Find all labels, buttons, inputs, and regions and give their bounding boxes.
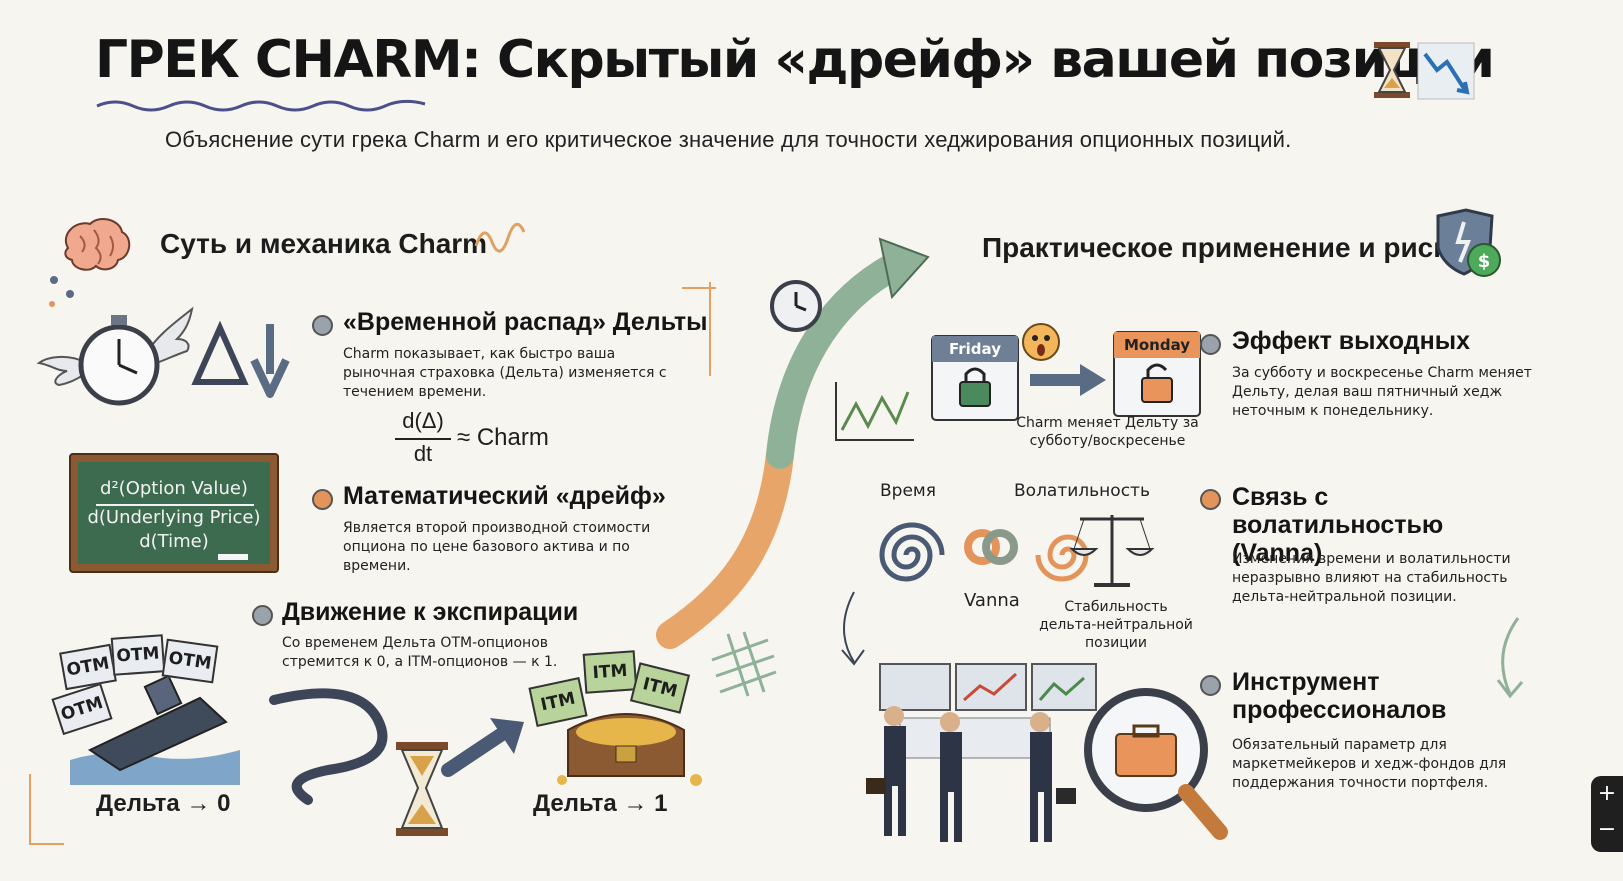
formula: d(Δ) dt ≈ Charm (395, 408, 595, 472)
monday-calendar-icon (1113, 331, 1201, 417)
sinking-ship-icon (70, 646, 240, 785)
hourglass-icon (1374, 42, 1410, 98)
chalkboard-line-3: d(Time) (139, 531, 209, 552)
chalkboard-line-1: d²(Option Value) (100, 478, 248, 499)
card-bullet (252, 605, 273, 626)
card-bullet (312, 315, 333, 336)
page-subtitle: Объяснение сути грека Charm и его критич… (165, 127, 1292, 152)
traders-monitors-scene (866, 663, 1228, 842)
treasure-chest-icon (557, 713, 702, 786)
zoom-in-button[interactable]: + (1597, 781, 1617, 806)
formula-fraction-line (395, 438, 451, 440)
right-section-title: Практическое применение и риски (982, 232, 1465, 263)
volatility-label: Волатильность (1014, 481, 1150, 501)
card-text-time-decay: Charm показывает, как быстро ваша рыночн… (343, 346, 667, 400)
friday-calendar-icon (931, 335, 1019, 421)
card-title-professionals: Инструмент профессионалов (1232, 668, 1447, 724)
card-title-time-decay: «Временной распад» Дельты (343, 308, 708, 336)
card-text-expiration: Со временем Дельта OTM-опционов стремитс… (282, 635, 558, 670)
otm-tag: OTM (110, 634, 166, 676)
card-text-vanna: Изменения времени и волатильности неразр… (1232, 551, 1511, 605)
card-text-professionals: Обязательный параметр для маркетмейкеров… (1232, 737, 1507, 791)
chalkboard-icon (69, 453, 279, 573)
chart-down-icon (1417, 42, 1475, 100)
line-chart-icon (835, 382, 914, 441)
zoom-controls: + − (1591, 776, 1623, 852)
flying-stopwatch-icon (36, 306, 194, 406)
brain-icon (64, 217, 131, 271)
card-title-weekend: Эффект выходных (1232, 327, 1470, 355)
svg-text:$: $ (1478, 251, 1491, 272)
orange-bracket-doodle (682, 282, 716, 376)
card-bullet (1200, 489, 1221, 510)
zoom-out-button[interactable]: − (1597, 817, 1617, 842)
card-title-vanna: Связь с волатильностью (Vanna) (1232, 483, 1444, 567)
card-title-expiration: Движение к экспирации (282, 598, 579, 626)
delta-down-arrow-icon (191, 320, 290, 398)
surprised-face-icon (1022, 323, 1060, 361)
card-bullet (1200, 334, 1221, 355)
corner-bracket-doodle (29, 774, 64, 845)
stability-label: Стабильность дельта-нейтральной позиции (1039, 599, 1193, 651)
formula-rhs: ≈ Charm (457, 424, 549, 451)
time-label: Время (880, 481, 936, 501)
chalkboard-fraction-line (96, 504, 254, 506)
chalkboard-line-2: d(Underlying Price) (87, 507, 261, 528)
card-title-math-drift: Математический «дрейф» (343, 482, 666, 510)
delta-one-label: Дельта → 1 (533, 790, 668, 817)
shield-dollar-icon: $ (1436, 208, 1501, 277)
title-underline (96, 99, 426, 112)
card-text-weekend: За субботу и воскресенье Charm меняет Де… (1232, 365, 1532, 419)
weekend-arrow (1030, 364, 1106, 396)
friday-label: Friday (948, 340, 1001, 358)
card-bullet (312, 489, 333, 510)
page-title: ГРЕК CHARM: Скрытый «дрейф» вашей позици… (95, 30, 1495, 90)
central-growth-arrow (656, 237, 930, 649)
curved-arrow-doodle (1496, 617, 1524, 699)
hourglass-icon (396, 742, 448, 836)
vanna-label: Vanna (964, 590, 1020, 611)
squiggle-doodle (474, 222, 526, 253)
formula-denominator: dt (413, 441, 433, 466)
itm-tag: ITM (582, 650, 638, 694)
vanna-knot-diagram (879, 515, 1155, 587)
left-section-title: Суть и механика Charm (160, 228, 488, 259)
dots-doodle (49, 276, 74, 307)
winding-path-arrow (269, 688, 524, 805)
card-text-math-drift: Является второй производной стоимости оп… (343, 520, 651, 574)
curved-arrow-doodle (841, 591, 865, 666)
cross-hatch-doodle (711, 631, 777, 697)
monday-label: Monday (1123, 336, 1191, 354)
otm-tag: OTM (161, 638, 219, 684)
formula-numerator: d(Δ) (402, 408, 444, 433)
weekend-caption: Charm меняет Дельту за субботу/воскресен… (1016, 415, 1199, 449)
card-bullet (1200, 675, 1221, 696)
clock-icon (770, 280, 822, 332)
delta-zero-label: Дельта → 0 (96, 790, 231, 817)
